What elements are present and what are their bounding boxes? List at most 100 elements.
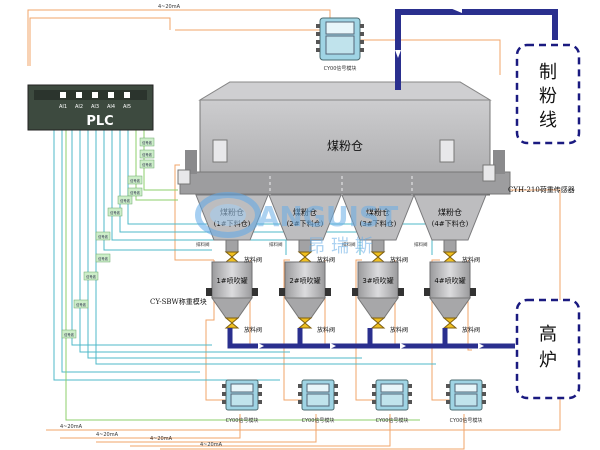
- hopper-title: 煤粉仓: [293, 207, 317, 217]
- signal-tag-label: 信号线: [142, 152, 152, 157]
- mill-line-label: 制粉线: [539, 62, 557, 131]
- signal-tag-label: 信号线: [142, 140, 152, 145]
- bottom-signal-module-4: CY00信号模块: [446, 379, 486, 424]
- coal-bin-label: 煤粉仓: [327, 139, 363, 153]
- outlet-valve-label: 放料阀: [462, 326, 480, 334]
- outlet-valve-label: 放料阀: [317, 326, 335, 334]
- hopper-title: 煤粉仓: [438, 207, 462, 217]
- plc-title: PLC: [86, 114, 113, 129]
- injection-tank: [357, 261, 399, 299]
- signal-tag: 信号线: [139, 149, 155, 159]
- signal-tag-label: 信号线: [142, 162, 152, 167]
- vent-valve-label: 排料阀: [342, 241, 356, 248]
- signal-label-bottom-4: 4~20mA: [200, 442, 223, 448]
- tank-label: 3#喷吹罐: [362, 276, 393, 285]
- load-cell-icon: [206, 288, 212, 296]
- weighing-module-label: CY-SBW称重模块: [150, 297, 207, 306]
- tank-cone: [211, 297, 253, 319]
- box-char: 粉: [539, 86, 557, 107]
- hopper-subtitle: (3#下料仓): [360, 219, 397, 228]
- signal-tag-label: 信号线: [98, 234, 108, 239]
- box-char: 制: [539, 62, 557, 83]
- bottom-module-label: CY00信号模块: [376, 417, 409, 424]
- bottom-module-group: CY00信号模块 CY00信号模块 CY00信号模块 CY00信号模块: [222, 379, 486, 424]
- signal-tag: 信号线: [95, 231, 111, 241]
- signal-tag-label: 信号线: [120, 198, 130, 203]
- signal-tag-label: 信号线: [98, 256, 108, 261]
- hopper-neck: [225, 239, 239, 253]
- signal-tag: 信号线: [127, 187, 143, 197]
- outlet-valve-label: 放料阀: [244, 326, 262, 334]
- top-module-label: CY00信号模块: [324, 65, 357, 72]
- load-cell-icon: [352, 288, 358, 296]
- bottom-signal-module-1: CY00信号模块: [222, 379, 262, 424]
- discharge-valve-icon: [370, 251, 386, 263]
- bottom-module-label: CY00信号模块: [450, 417, 483, 424]
- signal-tag: 信号线: [95, 253, 111, 263]
- vent-valve-label: 排料阀: [269, 241, 283, 248]
- signal-label-bottom-3: 4~20mA: [150, 436, 173, 442]
- blast-furnace-box: [515, 298, 581, 400]
- watermark-logo: [195, 192, 261, 238]
- top-signal-module: [316, 17, 364, 61]
- signal-tag: 信号线: [61, 329, 77, 339]
- hopper-subtitle: (4#下料仓): [432, 219, 469, 228]
- bottom-signal-module-2: CY00信号模块: [298, 379, 338, 424]
- mill-line-box: [515, 43, 581, 145]
- injection-tank: [429, 261, 471, 299]
- signal-label-top: 4~20mA: [158, 4, 181, 10]
- outlet-valve-label: 放料阀: [390, 326, 408, 334]
- load-cell-icon: [325, 288, 331, 296]
- watermark-en: ANGUIST: [258, 200, 399, 233]
- tank-label: 1#喷吹罐: [216, 276, 247, 285]
- outlet-valve-icon: [224, 317, 240, 329]
- load-cell-icon: [424, 288, 430, 296]
- tank-cone: [429, 297, 471, 319]
- signal-tag: 信号线: [139, 159, 155, 169]
- plc-port-2: AI2: [75, 104, 83, 110]
- load-cell-icon: [398, 288, 404, 296]
- discharge-valve-label: 放料阀: [244, 256, 262, 264]
- signal-tag: 信号线: [107, 207, 123, 217]
- hopper-cone: [268, 194, 342, 241]
- vent-valve-label: 排料阀: [414, 241, 428, 248]
- tank-cone: [284, 297, 326, 319]
- plc-port-4: AI4: [107, 104, 115, 110]
- coal-bin: [177, 81, 511, 200]
- discharge-valve-label: 放料阀: [317, 256, 335, 264]
- plc-port-3: AI3: [91, 104, 99, 110]
- signal-tag-label: 信号线: [76, 302, 86, 307]
- signal-tag-label: 信号线: [86, 274, 96, 279]
- pipe-arrow-left: [450, 3, 462, 13]
- signal-tag-label: 信号线: [64, 332, 74, 337]
- signal-tag-label: 信号线: [130, 178, 140, 183]
- box-char: 线: [539, 110, 557, 131]
- watermark-cn: 昂 瑞 斯: [307, 236, 372, 257]
- furnace-feed-pipe: [227, 328, 515, 349]
- outlet-valve-icon: [297, 317, 313, 329]
- plc-port-1: AI1: [59, 104, 67, 110]
- tank-label: 2#喷吹罐: [289, 276, 320, 285]
- signal-label-bottom-1: 4~20mA: [60, 424, 83, 430]
- load-sensor-label: CYH-210荷重传感器: [508, 185, 575, 194]
- hopper-subtitle: (2#下料仓): [287, 219, 324, 228]
- discharge-valve-label: 放料阀: [390, 256, 408, 264]
- bottom-module-label: CY00信号模块: [302, 417, 335, 424]
- tank-label: 4#喷吹罐: [434, 276, 465, 285]
- outlet-valve-icon: [370, 317, 386, 329]
- hopper-cone: [413, 194, 487, 241]
- hopper-group: 煤粉仓(1#下料仓)1#喷吹罐放料阀放料阀排料阀煤粉仓(2#下料仓)2#喷吹罐放…: [195, 194, 487, 334]
- tank-cone: [357, 297, 399, 319]
- load-cell-icon: [470, 288, 476, 296]
- signal-tag: 信号线: [73, 299, 89, 309]
- signal-tag: 信号线: [139, 137, 155, 147]
- box-char: 炉: [539, 350, 557, 371]
- pipe-arrow-down: [395, 50, 401, 58]
- discharge-valve-icon: [442, 251, 458, 263]
- blast-furnace-label: 高炉: [539, 324, 557, 371]
